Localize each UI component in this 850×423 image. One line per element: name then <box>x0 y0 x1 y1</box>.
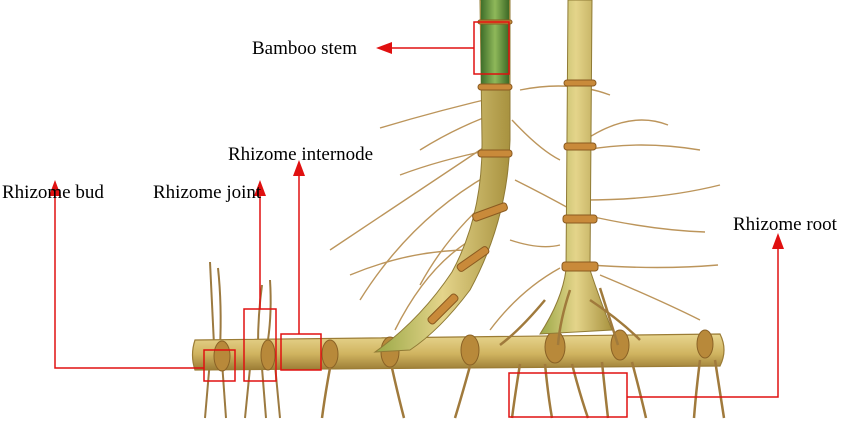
rhizome-joint-label: Rhizome joint <box>153 182 262 203</box>
fine-roots <box>329 85 721 331</box>
arrowheads <box>49 42 784 249</box>
root-arrowhead <box>772 233 784 249</box>
lower-roots <box>320 287 726 419</box>
right-culm-nodes <box>561 79 599 272</box>
bud-highlight-box <box>203 349 236 382</box>
stem-arrowhead <box>376 42 392 54</box>
internode-arrowhead <box>293 160 305 176</box>
root-highlight-box <box>508 372 628 418</box>
annotation-arrows <box>54 47 779 398</box>
joint-arrowhead <box>254 180 266 196</box>
rhizome-root-label: Rhizome root <box>733 214 837 235</box>
internode-highlight-box <box>280 333 322 371</box>
bamboo-stem-label: Bamboo stem <box>252 38 358 59</box>
bud-arrowhead <box>49 180 61 196</box>
rhizome-internode-label: Rhizome internode <box>228 144 374 165</box>
green-culm-segment <box>481 0 509 90</box>
left-culm <box>373 0 511 353</box>
right-culm <box>539 0 613 335</box>
rhizome-bud-label: Rhizome bud <box>2 182 104 203</box>
